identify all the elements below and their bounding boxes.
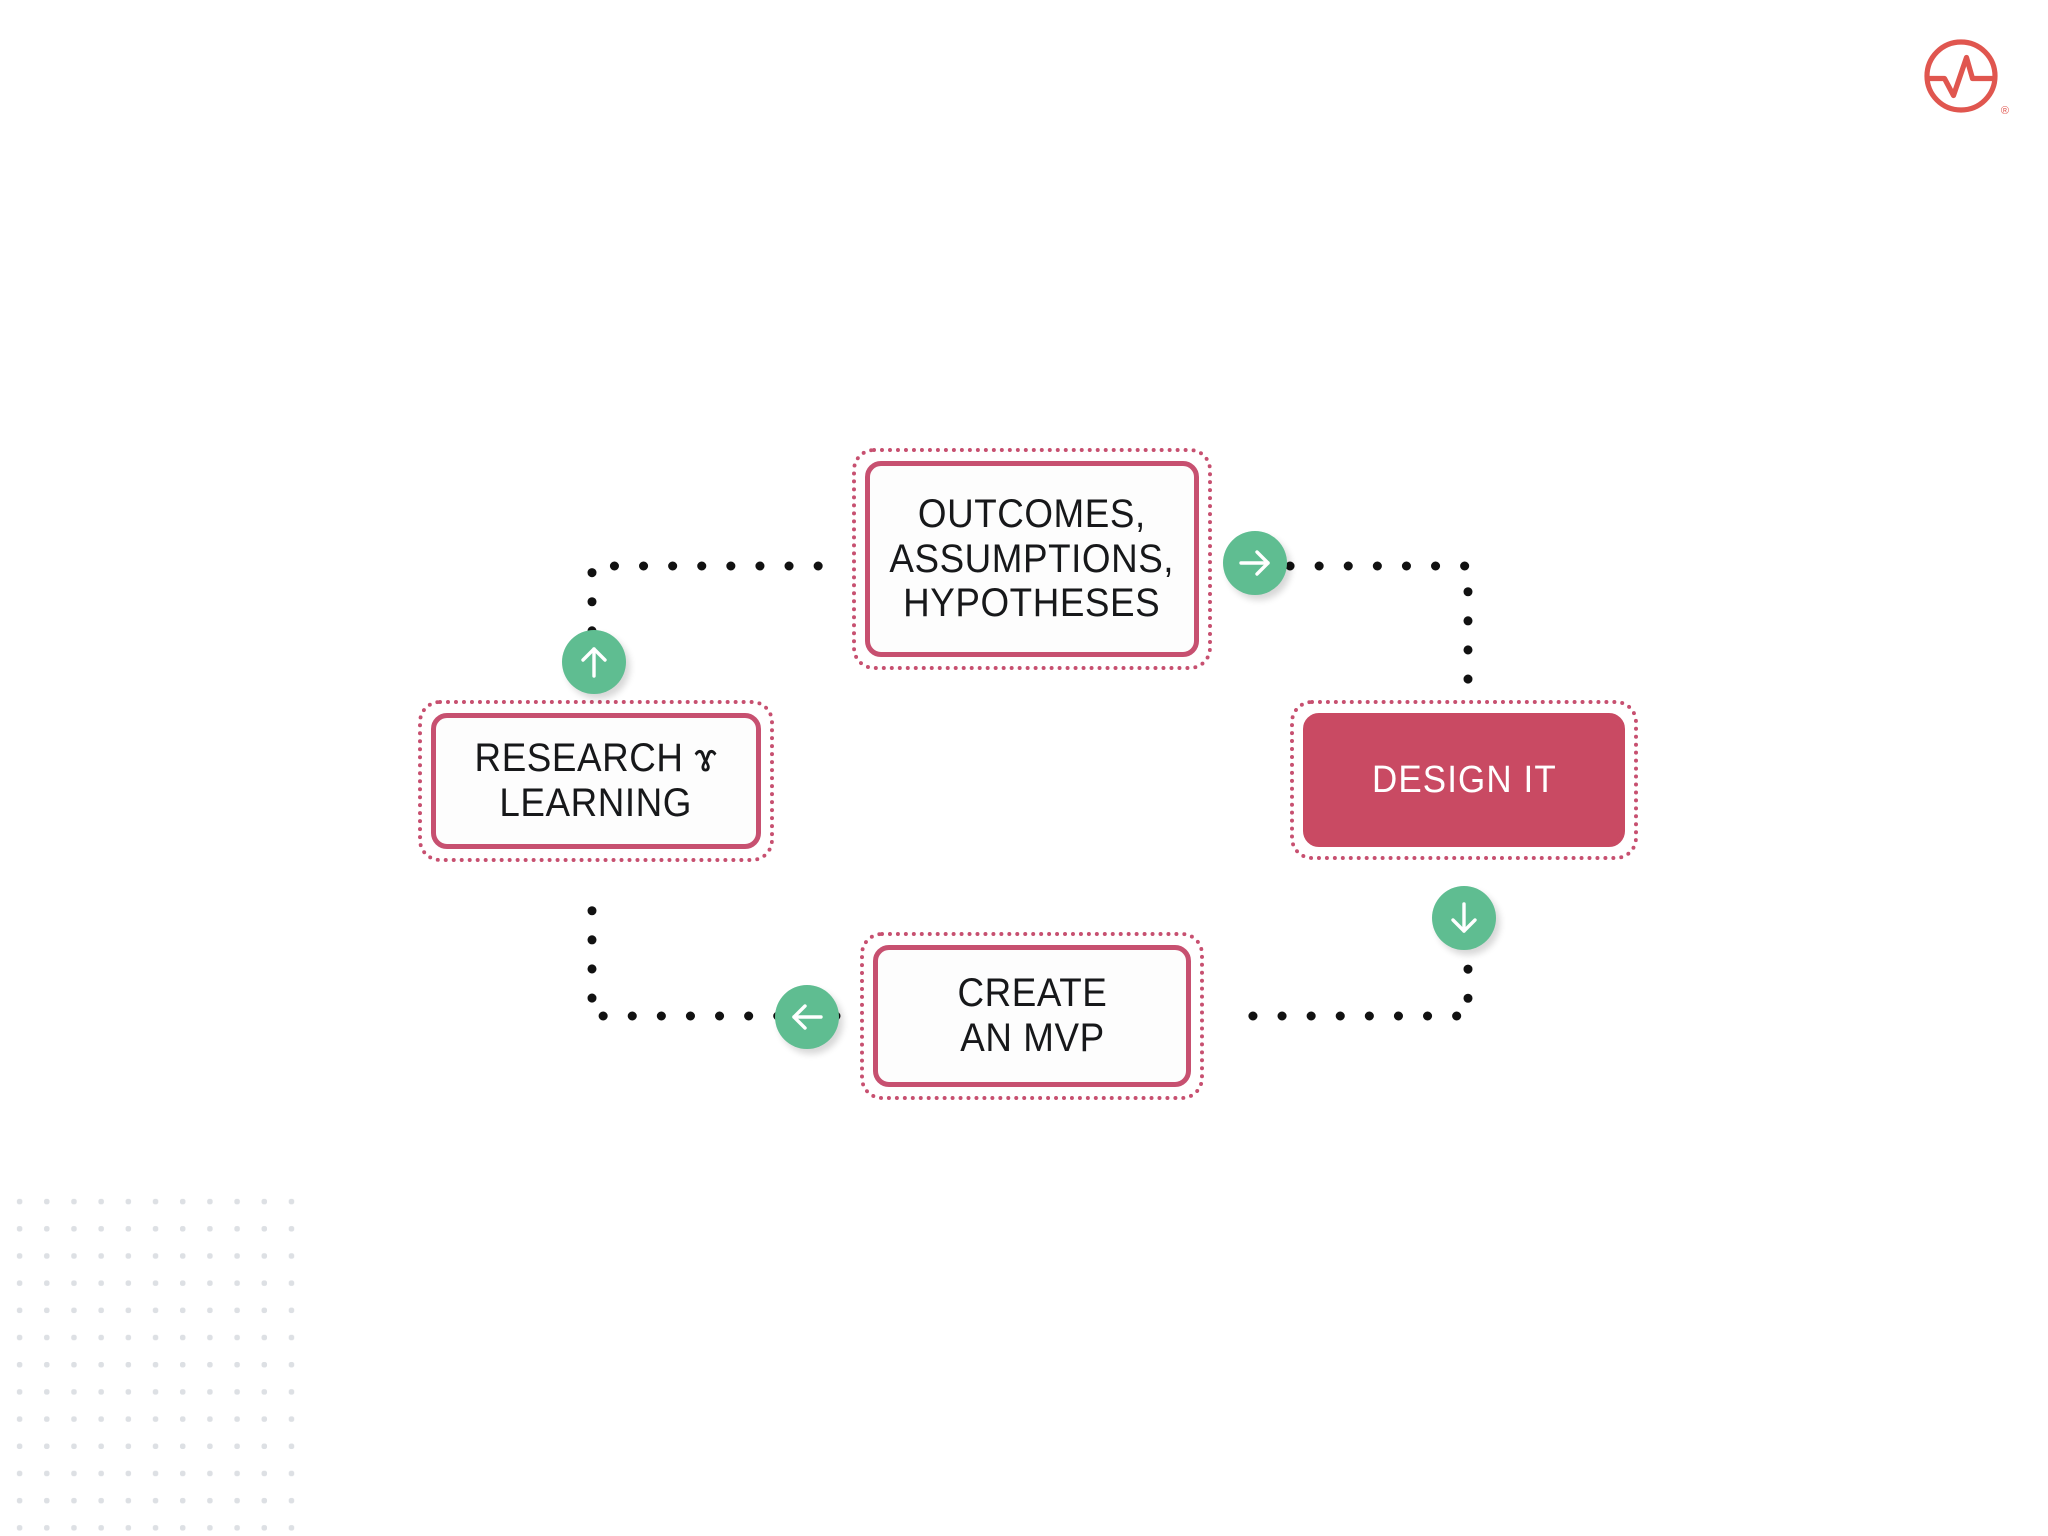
node-outcomes-line-3: HYPOTHESES	[903, 581, 1161, 626]
connector-mvp-to-research	[587, 899, 841, 1021]
node-outcomes-body: OUTCOMES, ASSUMPTIONS, HYPOTHESES	[865, 461, 1199, 657]
connector-outcomes-to-design	[1285, 561, 1473, 709]
node-outcomes-line-2: ASSUMPTIONS,	[889, 536, 1175, 581]
node-mvp-line-2: AN MVP	[959, 1016, 1105, 1060]
connector-research-to-outcomes	[587, 561, 825, 665]
arrow-up-icon[interactable]	[562, 630, 626, 694]
registered-mark: ®	[2000, 105, 2009, 117]
node-design-it-body: DESIGN IT	[1303, 713, 1625, 847]
node-research-line-1: RESEARCH ɤ	[474, 736, 718, 781]
arrow-right-icon[interactable]	[1223, 531, 1287, 595]
arrow-left-icon[interactable]	[775, 985, 839, 1049]
node-outcomes-line-1: OUTCOMES,	[918, 491, 1146, 536]
pulse-circle-logo-icon: ®	[1922, 37, 2009, 117]
arrow-down-icon[interactable]	[1432, 886, 1496, 950]
connector-design-to-mvp	[1227, 935, 1473, 1021]
node-design-it[interactable]: DESIGN IT	[1290, 700, 1638, 860]
node-research-and-learning-body: RESEARCH ɤ LEARNING	[431, 713, 761, 849]
node-mvp-line-1: CREATE	[957, 971, 1107, 1016]
node-research-and-learning[interactable]: RESEARCH ɤ LEARNING	[418, 700, 774, 862]
node-design-it-label: DESIGN IT	[1371, 758, 1557, 801]
node-outcomes[interactable]: OUTCOMES, ASSUMPTIONS, HYPOTHESES	[852, 448, 1212, 670]
node-research-line-2: LEARNING	[499, 781, 693, 825]
node-create-an-mvp-body: CREATE AN MVP	[873, 945, 1191, 1087]
node-create-an-mvp[interactable]: CREATE AN MVP	[860, 932, 1204, 1100]
